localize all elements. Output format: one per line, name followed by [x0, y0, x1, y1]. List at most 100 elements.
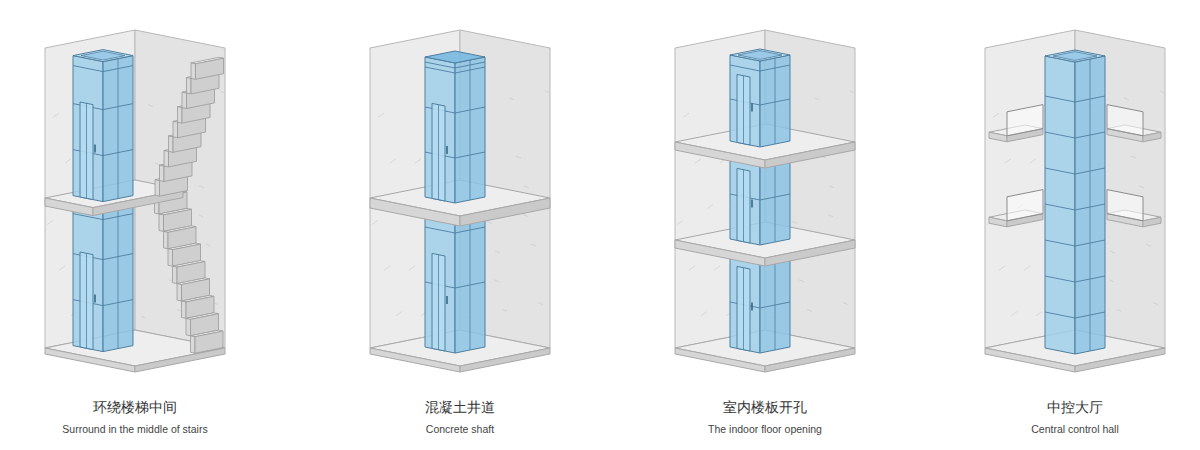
elevator-roof — [1045, 50, 1105, 62]
wall-texture — [148, 105, 153, 107]
wall-texture — [494, 280, 499, 282]
glass-railing — [1107, 105, 1143, 136]
elevator-frame — [470, 220, 471, 350]
stair-side — [191, 63, 196, 79]
glass-railing — [1107, 190, 1143, 221]
elevator-frame — [730, 65, 760, 71]
floor-slab-edge — [765, 240, 855, 266]
elevator-frame — [470, 60, 471, 200]
floor-slab-edge — [45, 348, 135, 372]
elevator-door — [737, 168, 750, 243]
floor-slab-edge — [1143, 217, 1161, 227]
elevator-door — [86, 103, 87, 198]
stair-side — [164, 231, 169, 248]
floor-slab-edge — [765, 348, 855, 372]
wall-texture — [390, 159, 396, 163]
wall-texture — [384, 266, 390, 270]
wall-texture — [487, 221, 492, 223]
floor-slab-top — [45, 330, 225, 366]
wall-texture — [792, 221, 797, 223]
wall-texture — [1117, 309, 1122, 311]
call-button — [751, 302, 753, 310]
stair-side — [182, 92, 187, 108]
call-button — [751, 199, 753, 207]
elevator-glass — [425, 57, 455, 203]
stair-side — [191, 336, 196, 353]
wall-texture — [1011, 312, 1017, 316]
stair-side — [186, 318, 191, 335]
elevator-roof — [738, 51, 782, 60]
wall-texture — [1109, 280, 1114, 282]
wall-texture — [206, 244, 211, 246]
elevator-frame — [73, 66, 103, 72]
floor-slab-edge — [460, 348, 550, 372]
elevator-frame — [1090, 59, 1091, 351]
elevator-glass — [730, 55, 760, 147]
wall-texture — [1160, 91, 1165, 93]
wall-texture — [999, 266, 1005, 270]
caption-chinese: 环绕楼梯中间 — [5, 399, 265, 417]
glass-railing — [1007, 190, 1043, 221]
wall-texture — [545, 91, 550, 93]
call-button — [446, 146, 448, 154]
wall-texture — [1146, 244, 1151, 246]
wall-texture — [843, 303, 848, 305]
wall-texture — [502, 309, 507, 311]
elevator-frame — [1045, 168, 1075, 174]
wall-texture — [409, 266, 415, 270]
wall-texture — [531, 244, 536, 246]
wall-texture — [415, 159, 421, 163]
wall-texture — [65, 159, 71, 163]
shaft-elevator-scene — [370, 30, 550, 372]
floor-slab-edge — [765, 142, 855, 168]
floor-slab-edge — [989, 217, 1007, 227]
wall-texture — [701, 312, 707, 316]
stair-side — [182, 301, 187, 318]
wall-texture — [1131, 156, 1136, 158]
elevator-glass — [103, 204, 133, 352]
wall-texture — [695, 159, 701, 163]
wall-texture — [993, 113, 999, 117]
wall-texture — [1110, 251, 1115, 253]
floor-slab-edge — [989, 132, 1007, 142]
elevator-frame — [1045, 312, 1075, 318]
wall-texture — [509, 98, 514, 100]
wall-texture — [1005, 159, 1011, 163]
elevator-door — [438, 255, 439, 350]
elevator-glass — [103, 56, 133, 202]
caption-chinese: 混凝土井道 — [330, 399, 590, 417]
wall-texture — [538, 303, 543, 305]
elevator-door — [86, 253, 87, 348]
wall-texture — [1124, 98, 1129, 100]
wall-texture — [707, 204, 713, 208]
call-button — [94, 145, 96, 153]
stair-side — [155, 180, 160, 196]
wall-texture — [372, 220, 378, 224]
stair-riser — [195, 331, 223, 353]
floor-slab-edge — [460, 198, 550, 226]
wall-texture — [53, 113, 59, 117]
caption-english: Surround in the middle of stairs — [5, 423, 265, 435]
wall-texture — [714, 266, 720, 270]
wall-texture — [396, 312, 402, 316]
stair-side — [178, 107, 183, 123]
elevator-roof — [425, 51, 485, 63]
wall-texture — [683, 113, 689, 117]
stair-side — [168, 249, 173, 266]
elevator-door — [737, 74, 750, 145]
elevator-door — [438, 105, 439, 200]
elevator-frame — [425, 67, 455, 73]
elevator-frame — [1045, 276, 1075, 282]
elevator-door — [80, 252, 93, 350]
elevator-door — [432, 103, 445, 201]
floor-slab-edge — [675, 240, 765, 266]
elevator-glass — [760, 55, 790, 147]
elevator-frame — [425, 227, 455, 233]
elevator-frame — [118, 59, 119, 199]
elevator-glass — [73, 204, 103, 352]
elevator-frame — [425, 62, 455, 68]
wall-texture — [828, 215, 833, 217]
elevator-glass — [1075, 56, 1105, 354]
